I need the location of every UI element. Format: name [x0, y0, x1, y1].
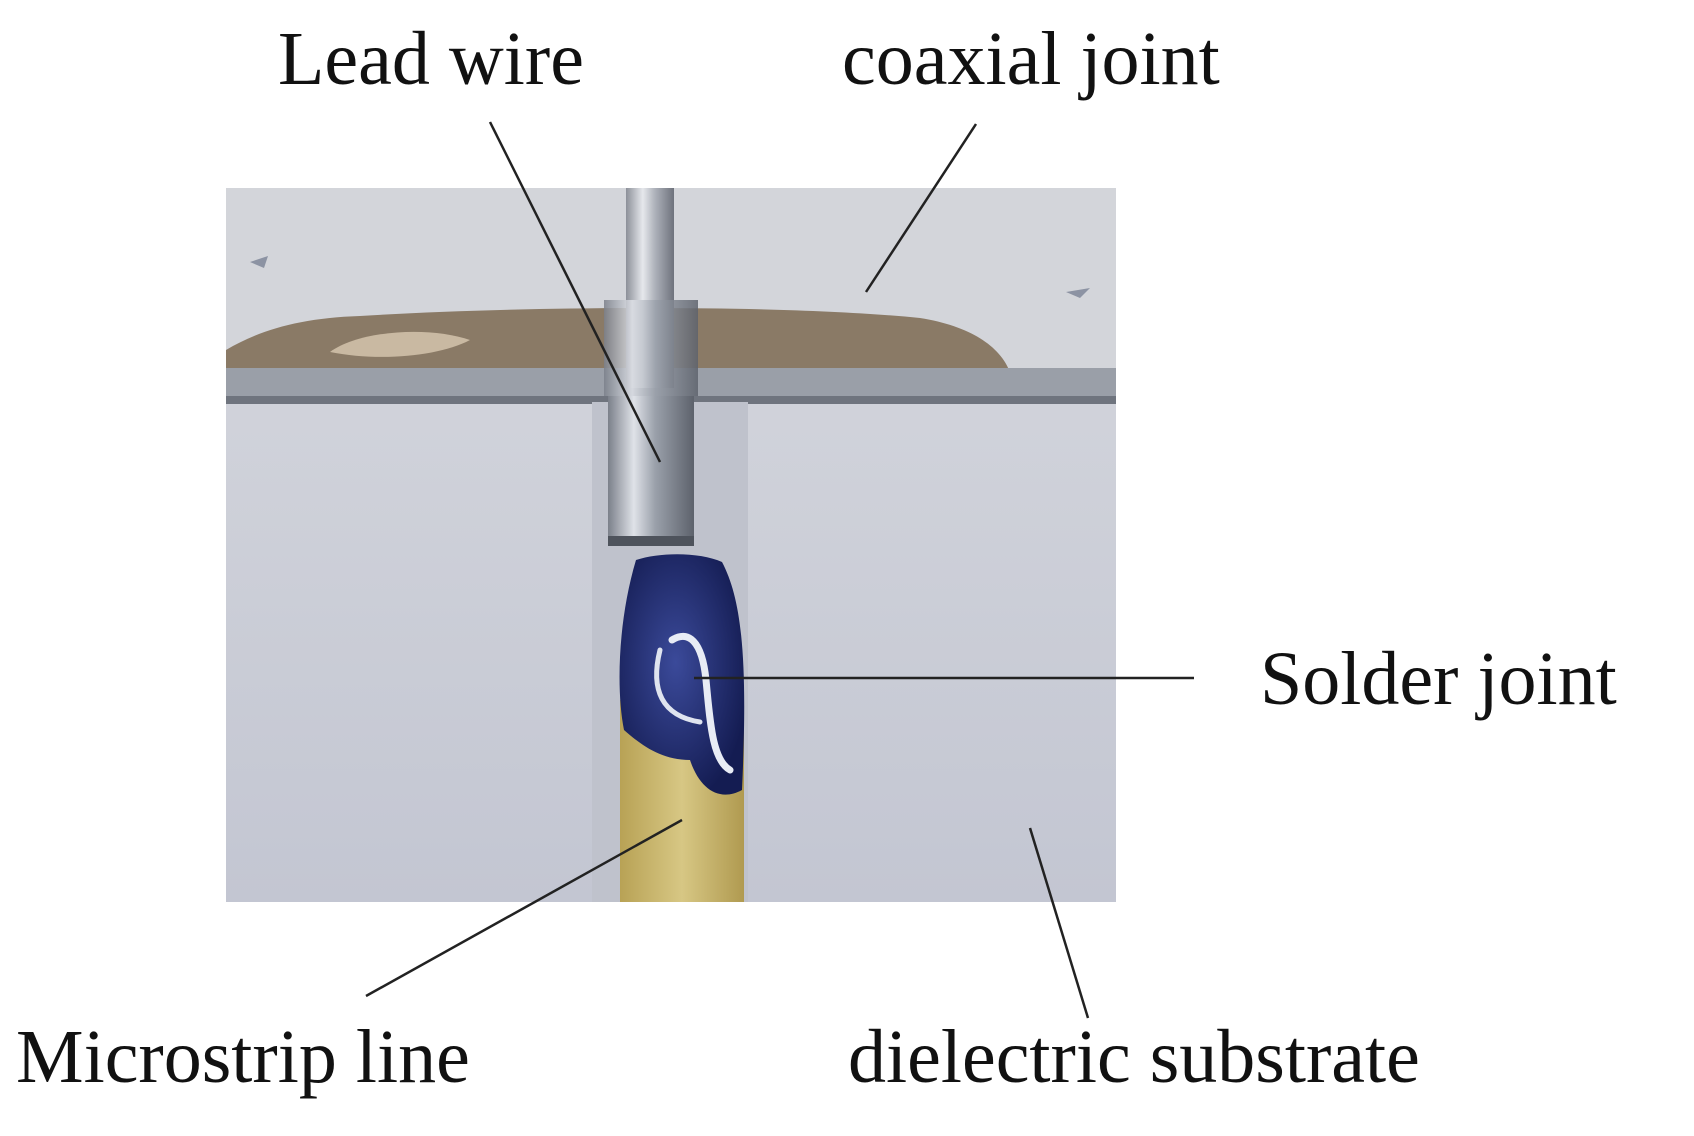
coaxial-plate-highlight — [330, 331, 470, 357]
lead-wire-pin-tip — [608, 536, 694, 546]
leader-microstrip-line — [365, 818, 683, 998]
solder-highlight — [668, 632, 734, 774]
leader-lead-wire — [488, 121, 662, 463]
label-coaxial-joint: coaxial joint — [842, 17, 1220, 101]
upper-mark-right — [1066, 288, 1090, 298]
solder-highlight-2 — [654, 647, 703, 725]
upper-mark-left — [250, 256, 268, 268]
lead-wire-pin — [608, 396, 694, 544]
label-microstrip-line: Microstrip line — [16, 1015, 470, 1099]
leader-dielectric-substrate — [1028, 827, 1090, 1019]
label-lead-wire: Lead wire — [278, 17, 584, 101]
leader-coaxial-joint — [864, 123, 978, 293]
label-dielectric-substrate: dielectric substrate — [848, 1015, 1420, 1099]
label-solder-joint: Solder joint — [1260, 637, 1617, 721]
photo — [226, 188, 1116, 902]
coaxial-sleeve — [604, 300, 698, 396]
